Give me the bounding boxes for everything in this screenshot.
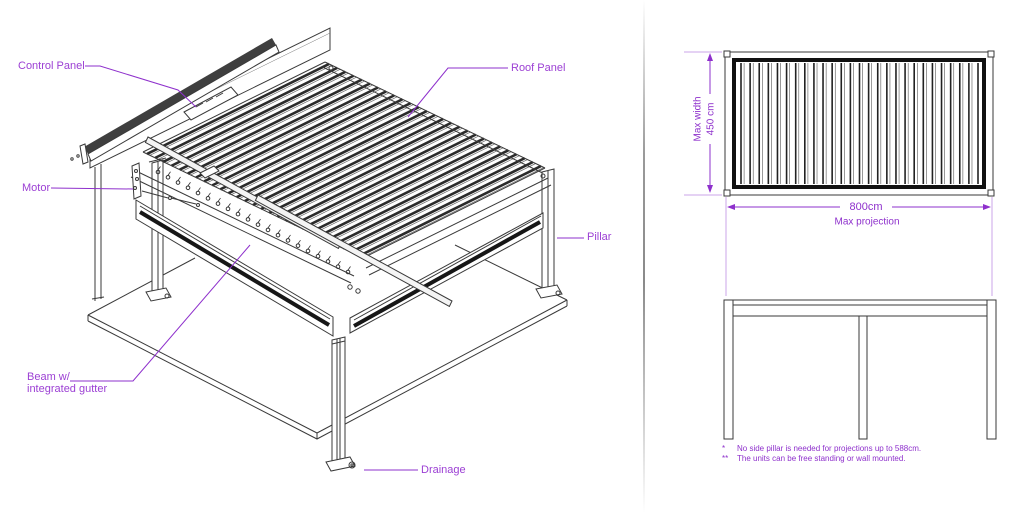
footnote-1: * No side pillar is needed for projectio… [722, 444, 921, 454]
leader-lines [50, 65, 584, 471]
footnote-2-text: The units can be free standing or wall m… [737, 454, 906, 463]
width-dimension [707, 53, 713, 193]
footnote-1-marker: * [722, 444, 726, 453]
label-drainage: Drainage [421, 464, 466, 476]
label-roof-panel: Roof Panel [511, 62, 566, 74]
louvre-roof-panel [146, 62, 544, 258]
label-pillar: Pillar [587, 231, 612, 243]
beam-front-right [349, 177, 552, 334]
footnote-2-marker: ** [722, 454, 729, 463]
pillar-back-left [145, 157, 172, 302]
dimension-width-value: 450 cm [705, 102, 717, 136]
label-control-panel: Control Panel [18, 60, 85, 72]
top-view-slats [740, 63, 979, 184]
blade-hinge-pins [155, 166, 351, 275]
label-beam-line1: Beam w/ [27, 371, 70, 383]
label-beam: Beam w/ integrated gutter [27, 371, 107, 395]
dimension-max-width-label: Max width [692, 96, 704, 142]
label-beam-line2: integrated gutter [27, 383, 108, 395]
control-panel-detail [183, 86, 239, 121]
motor-assembly [70, 154, 220, 207]
wall-post-left [91, 164, 105, 301]
top-view [684, 50, 995, 296]
cross-bars [144, 136, 453, 308]
label-motor: Motor [22, 182, 51, 194]
pillar-front-exploded [325, 336, 356, 472]
dimension-projection-value: 800cm [849, 201, 883, 213]
corner-brackets [328, 65, 546, 294]
dimension-projection-label: Max projection [834, 216, 900, 228]
control-rail [79, 38, 280, 165]
drainage-outlet [348, 461, 356, 469]
footnote-2: ** The units can be free standing or wal… [722, 454, 921, 464]
panel-divider [643, 0, 645, 513]
pillar-right [535, 168, 563, 299]
footnote-1-text: No side pillar is needed for projections… [737, 444, 922, 453]
projection-dimension [727, 204, 991, 210]
front-view [723, 299, 997, 440]
footnotes: * No side pillar is needed for projectio… [722, 444, 921, 464]
